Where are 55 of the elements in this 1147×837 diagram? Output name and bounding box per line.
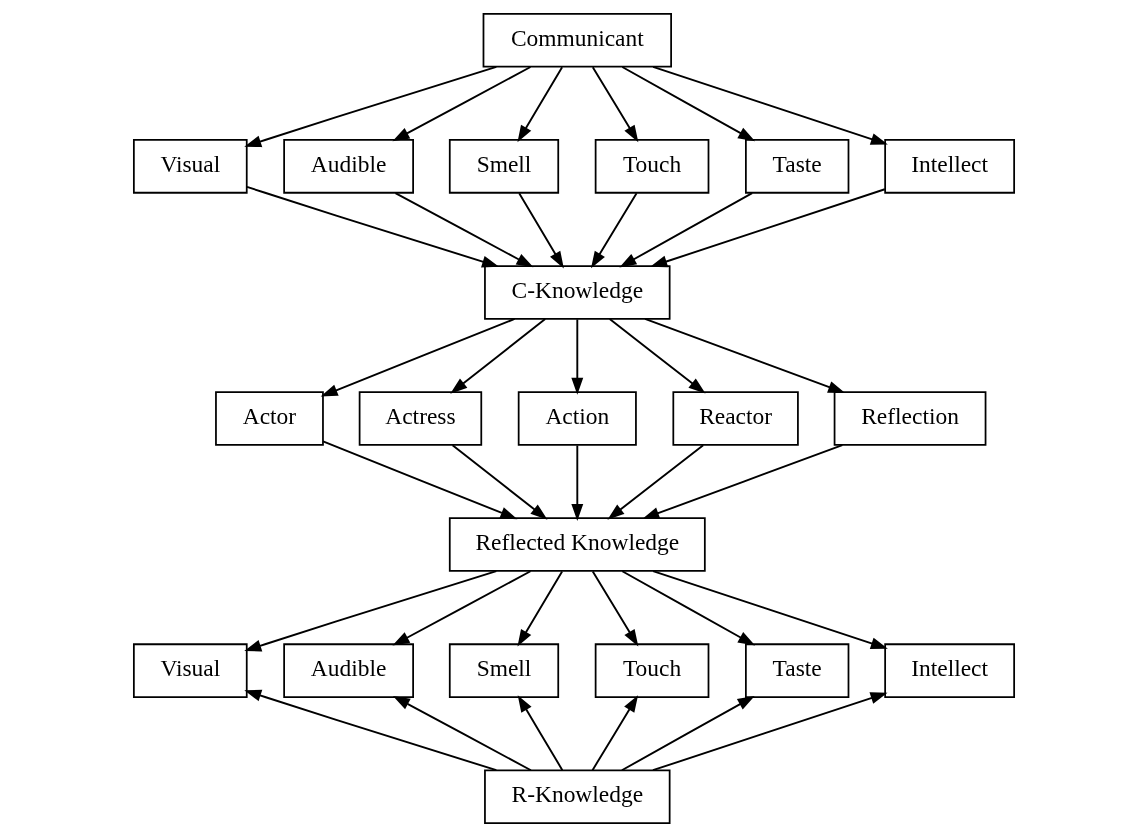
arrow	[245, 185, 499, 268]
node-box: Taste	[744, 139, 849, 194]
arrow	[651, 692, 888, 772]
arrow	[391, 66, 531, 142]
arrow	[517, 695, 563, 772]
arrow	[608, 318, 705, 394]
arrow	[392, 695, 532, 772]
node-box: Audible	[282, 139, 414, 194]
node-box: Touch	[594, 643, 709, 698]
arrow	[620, 570, 755, 646]
node-box: Taste	[744, 643, 849, 698]
arrow	[618, 192, 753, 268]
arrow	[243, 570, 497, 652]
arrow	[591, 695, 638, 772]
arrow	[449, 318, 546, 394]
arrow	[591, 570, 638, 647]
node-box: Touch	[594, 139, 709, 194]
arrow	[243, 689, 497, 772]
arrow	[321, 440, 517, 520]
arrow	[516, 66, 563, 143]
arrow	[649, 188, 886, 268]
arrow	[243, 65, 497, 148]
node-box: Actor	[214, 391, 324, 446]
arrow	[570, 318, 583, 395]
arrow	[451, 444, 547, 520]
arrow	[590, 192, 637, 269]
node-box: C-Knowledge	[483, 265, 671, 320]
arrow	[320, 318, 516, 397]
node-box: Action	[517, 391, 637, 446]
node-box: Reflection	[833, 391, 986, 446]
arrow	[620, 66, 755, 142]
arrow	[517, 192, 564, 269]
arrow	[591, 66, 638, 143]
node-box: Reactor	[671, 391, 799, 446]
node-box: Reflected Knowledge	[448, 517, 706, 572]
arrow	[620, 695, 755, 772]
node-box: Intellect	[883, 139, 1015, 194]
arrow	[516, 570, 563, 647]
arrow	[570, 444, 583, 521]
arrow	[606, 444, 704, 520]
node-box: Smell	[448, 643, 559, 698]
node-box: Smell	[448, 139, 559, 194]
arrow	[651, 570, 888, 650]
arrow	[641, 444, 843, 520]
node-box: Visual	[132, 139, 248, 194]
arrow	[651, 65, 888, 145]
node-box: Visual	[132, 643, 248, 698]
node-box: Audible	[282, 643, 414, 698]
arrow	[391, 570, 531, 646]
arrow	[394, 192, 533, 268]
node-box: Actress	[358, 391, 482, 446]
node-box: R-Knowledge	[483, 769, 671, 824]
arrow	[643, 318, 845, 393]
node-box: Intellect	[883, 643, 1015, 698]
node-box: Communicant	[482, 13, 672, 68]
